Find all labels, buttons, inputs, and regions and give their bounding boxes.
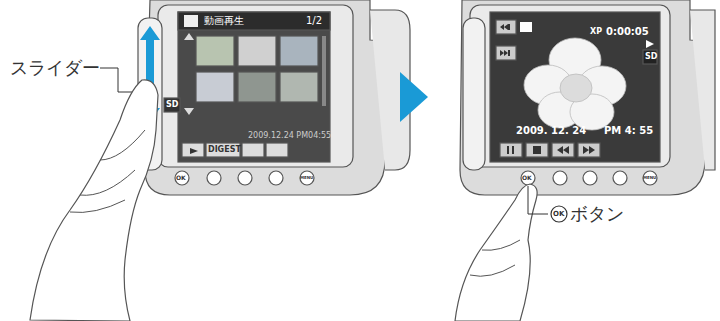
finger-lines bbox=[470, 240, 520, 276]
label-text: 2009.12.24 PM04:55 bbox=[248, 132, 331, 140]
label-text: OK bbox=[176, 175, 186, 181]
label-text: PM 4: 55 bbox=[604, 126, 653, 136]
label-text: OK bbox=[522, 175, 532, 181]
ok-icon bbox=[551, 206, 567, 222]
leader-line bbox=[528, 186, 548, 214]
finger-lines bbox=[70, 130, 145, 213]
label-text: 動画再生 bbox=[204, 16, 244, 26]
label-text: 0:00:05 bbox=[606, 27, 649, 37]
label-text: XP bbox=[590, 28, 602, 36]
hand bbox=[455, 184, 537, 321]
label-text: SD bbox=[166, 101, 178, 109]
hand bbox=[30, 80, 158, 321]
label-text: 2009. 12. 24 bbox=[516, 126, 586, 136]
label-text: OK bbox=[553, 211, 564, 218]
label-text: MENU bbox=[643, 176, 656, 180]
label-text: SD bbox=[645, 53, 657, 61]
label-text: 1/2 bbox=[306, 16, 322, 26]
next-arrow bbox=[400, 72, 428, 122]
player-icons bbox=[500, 24, 595, 154]
label-text: スライダー bbox=[10, 59, 100, 77]
left-camera bbox=[138, 0, 410, 195]
label-text: MENU bbox=[300, 176, 313, 180]
label-text: DIGEST bbox=[208, 146, 241, 154]
right-camera bbox=[460, 0, 715, 195]
label-text: ボタン bbox=[570, 205, 624, 223]
